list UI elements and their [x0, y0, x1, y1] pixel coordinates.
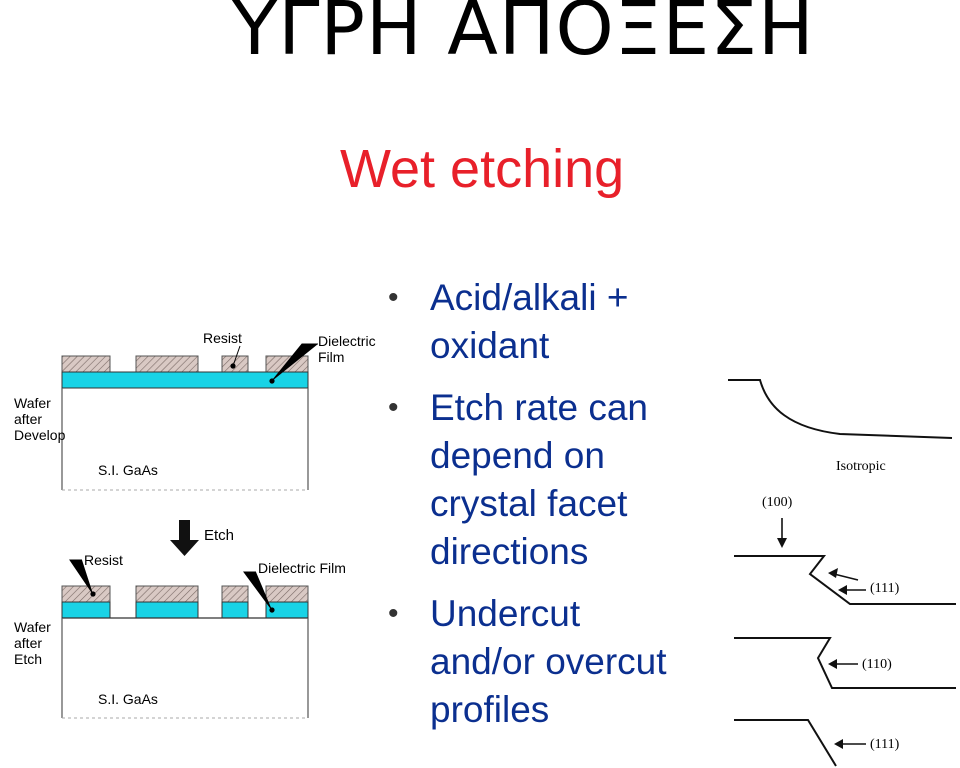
etch-arrow: Etch — [170, 520, 234, 556]
resist-block — [61, 585, 111, 603]
dielectric-layer — [61, 371, 309, 389]
isotropic-profile: Isotropic — [728, 379, 953, 474]
dielectric-block — [221, 601, 249, 619]
resist-block — [61, 355, 111, 373]
bullet-item: • Acid/alkali + oxidant — [388, 274, 667, 370]
dielectric-block — [135, 601, 199, 619]
direction-111-label: (111) — [870, 737, 900, 752]
resist-block — [265, 585, 309, 603]
bullet-text: Undercut and/or overcut profiles — [430, 593, 667, 730]
resist-block — [135, 585, 199, 603]
leader-line — [232, 345, 241, 367]
isotropic-label: Isotropic — [836, 459, 886, 474]
page-title: ΥΓΡΗ ΑΠΟΞΕΣΗ — [232, 0, 815, 72]
bullet-dot-icon: • — [388, 281, 399, 314]
profile-111-undercut: (111) — [734, 719, 900, 767]
bullet-item: • Undercut and/or overcut profiles — [388, 590, 667, 734]
bullet-text: Acid/alkali + oxidant — [430, 277, 629, 366]
slide-heading: Wet etching — [340, 139, 625, 199]
resist-label: Resist — [203, 330, 242, 346]
resist-label: Resist — [84, 552, 123, 568]
direction-111-label: (111) — [870, 581, 900, 596]
profile-100-111: (100) (111) — [734, 495, 956, 605]
direction-110-label: (110) — [862, 657, 892, 672]
bullet-text: Etch rate can depend on crystal facet di… — [430, 387, 649, 572]
profile-110: (110) — [734, 637, 956, 689]
etch-profile-diagram: Isotropic (100) (111) (110) (111) — [728, 379, 956, 767]
substrate-outline — [61, 618, 309, 718]
resist-block — [221, 585, 249, 603]
substrate-outline — [61, 388, 309, 490]
etch-label: Etch — [204, 527, 234, 544]
direction-100-label: (100) — [762, 495, 793, 510]
leader-line — [271, 343, 318, 382]
leader-line — [243, 571, 273, 611]
dielectric-block — [61, 601, 111, 619]
leader-line — [69, 559, 94, 595]
bullet-list: • Acid/alkali + oxidant • Etch rate can de… — [388, 274, 667, 748]
resist-block — [221, 355, 249, 373]
bullet-dot-icon: • — [388, 597, 399, 630]
bullet-item: • Etch rate can depend on crystal facet d… — [388, 384, 667, 576]
substrate-label: S.I. GaAs — [98, 462, 158, 478]
resist-block — [135, 355, 199, 373]
substrate-label: S.I. GaAs — [98, 691, 158, 707]
dielectric-label: Dielectric Film — [258, 560, 346, 576]
bullet-dot-icon: • — [388, 391, 399, 424]
